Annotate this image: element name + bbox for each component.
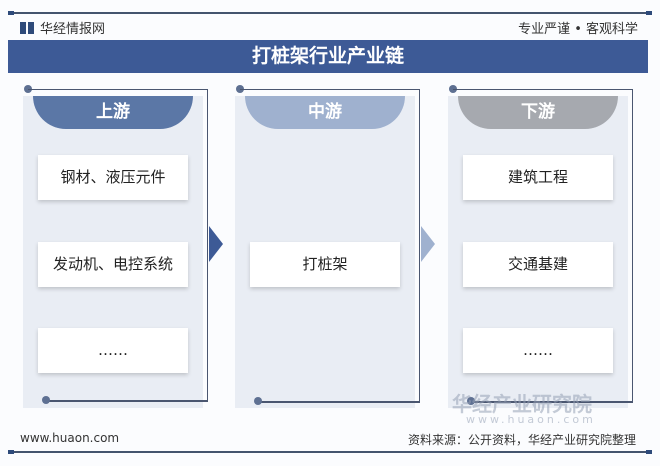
upstream-item: 发动机、电控系统 [38, 242, 188, 287]
brand-logo-icon [20, 21, 34, 34]
frame-line [258, 401, 420, 403]
top-divider [8, 11, 652, 15]
frame-line [206, 89, 208, 401]
frame-dot [467, 397, 475, 405]
frame-line [240, 89, 420, 90]
brand-name: 华经情报网 [40, 22, 106, 37]
midstream-item: 打桩架 [250, 242, 400, 287]
upstream-item: 钢材、液压元件 [38, 155, 188, 200]
downstream-item: …… [463, 328, 613, 373]
frame-line [631, 89, 633, 402]
upstream-item: …… [38, 328, 188, 373]
frame-dot [254, 397, 262, 405]
frame-dot [42, 396, 50, 404]
bottom-divider [8, 450, 652, 454]
downstream-header: 下游 [458, 96, 618, 129]
arrow-right-icon [421, 226, 435, 262]
frame-line [471, 401, 633, 403]
brand: 华经情报网 [20, 18, 105, 37]
upstream-header: 上游 [33, 96, 193, 129]
frame-line [418, 89, 420, 402]
frame-line [453, 89, 633, 90]
midstream-header: 中游 [245, 96, 405, 129]
downstream-item: 建筑工程 [463, 155, 613, 200]
slogan: 专业严谨 • 客观科学 [518, 22, 638, 37]
footer-source: 资料来源：公开资料，华经产业研究院整理 [407, 433, 636, 447]
arrow-right-icon [209, 226, 223, 262]
watermark-name: 华经产业研究院 [452, 392, 592, 416]
page-title: 打桩架行业产业链 [8, 40, 648, 73]
downstream-item: 交通基建 [463, 242, 613, 287]
frame-line [28, 89, 208, 90]
frame-line [46, 400, 208, 402]
footer-site[interactable]: www.huaon.com [20, 431, 120, 445]
watermark-url: www.huaon.com [466, 413, 596, 426]
